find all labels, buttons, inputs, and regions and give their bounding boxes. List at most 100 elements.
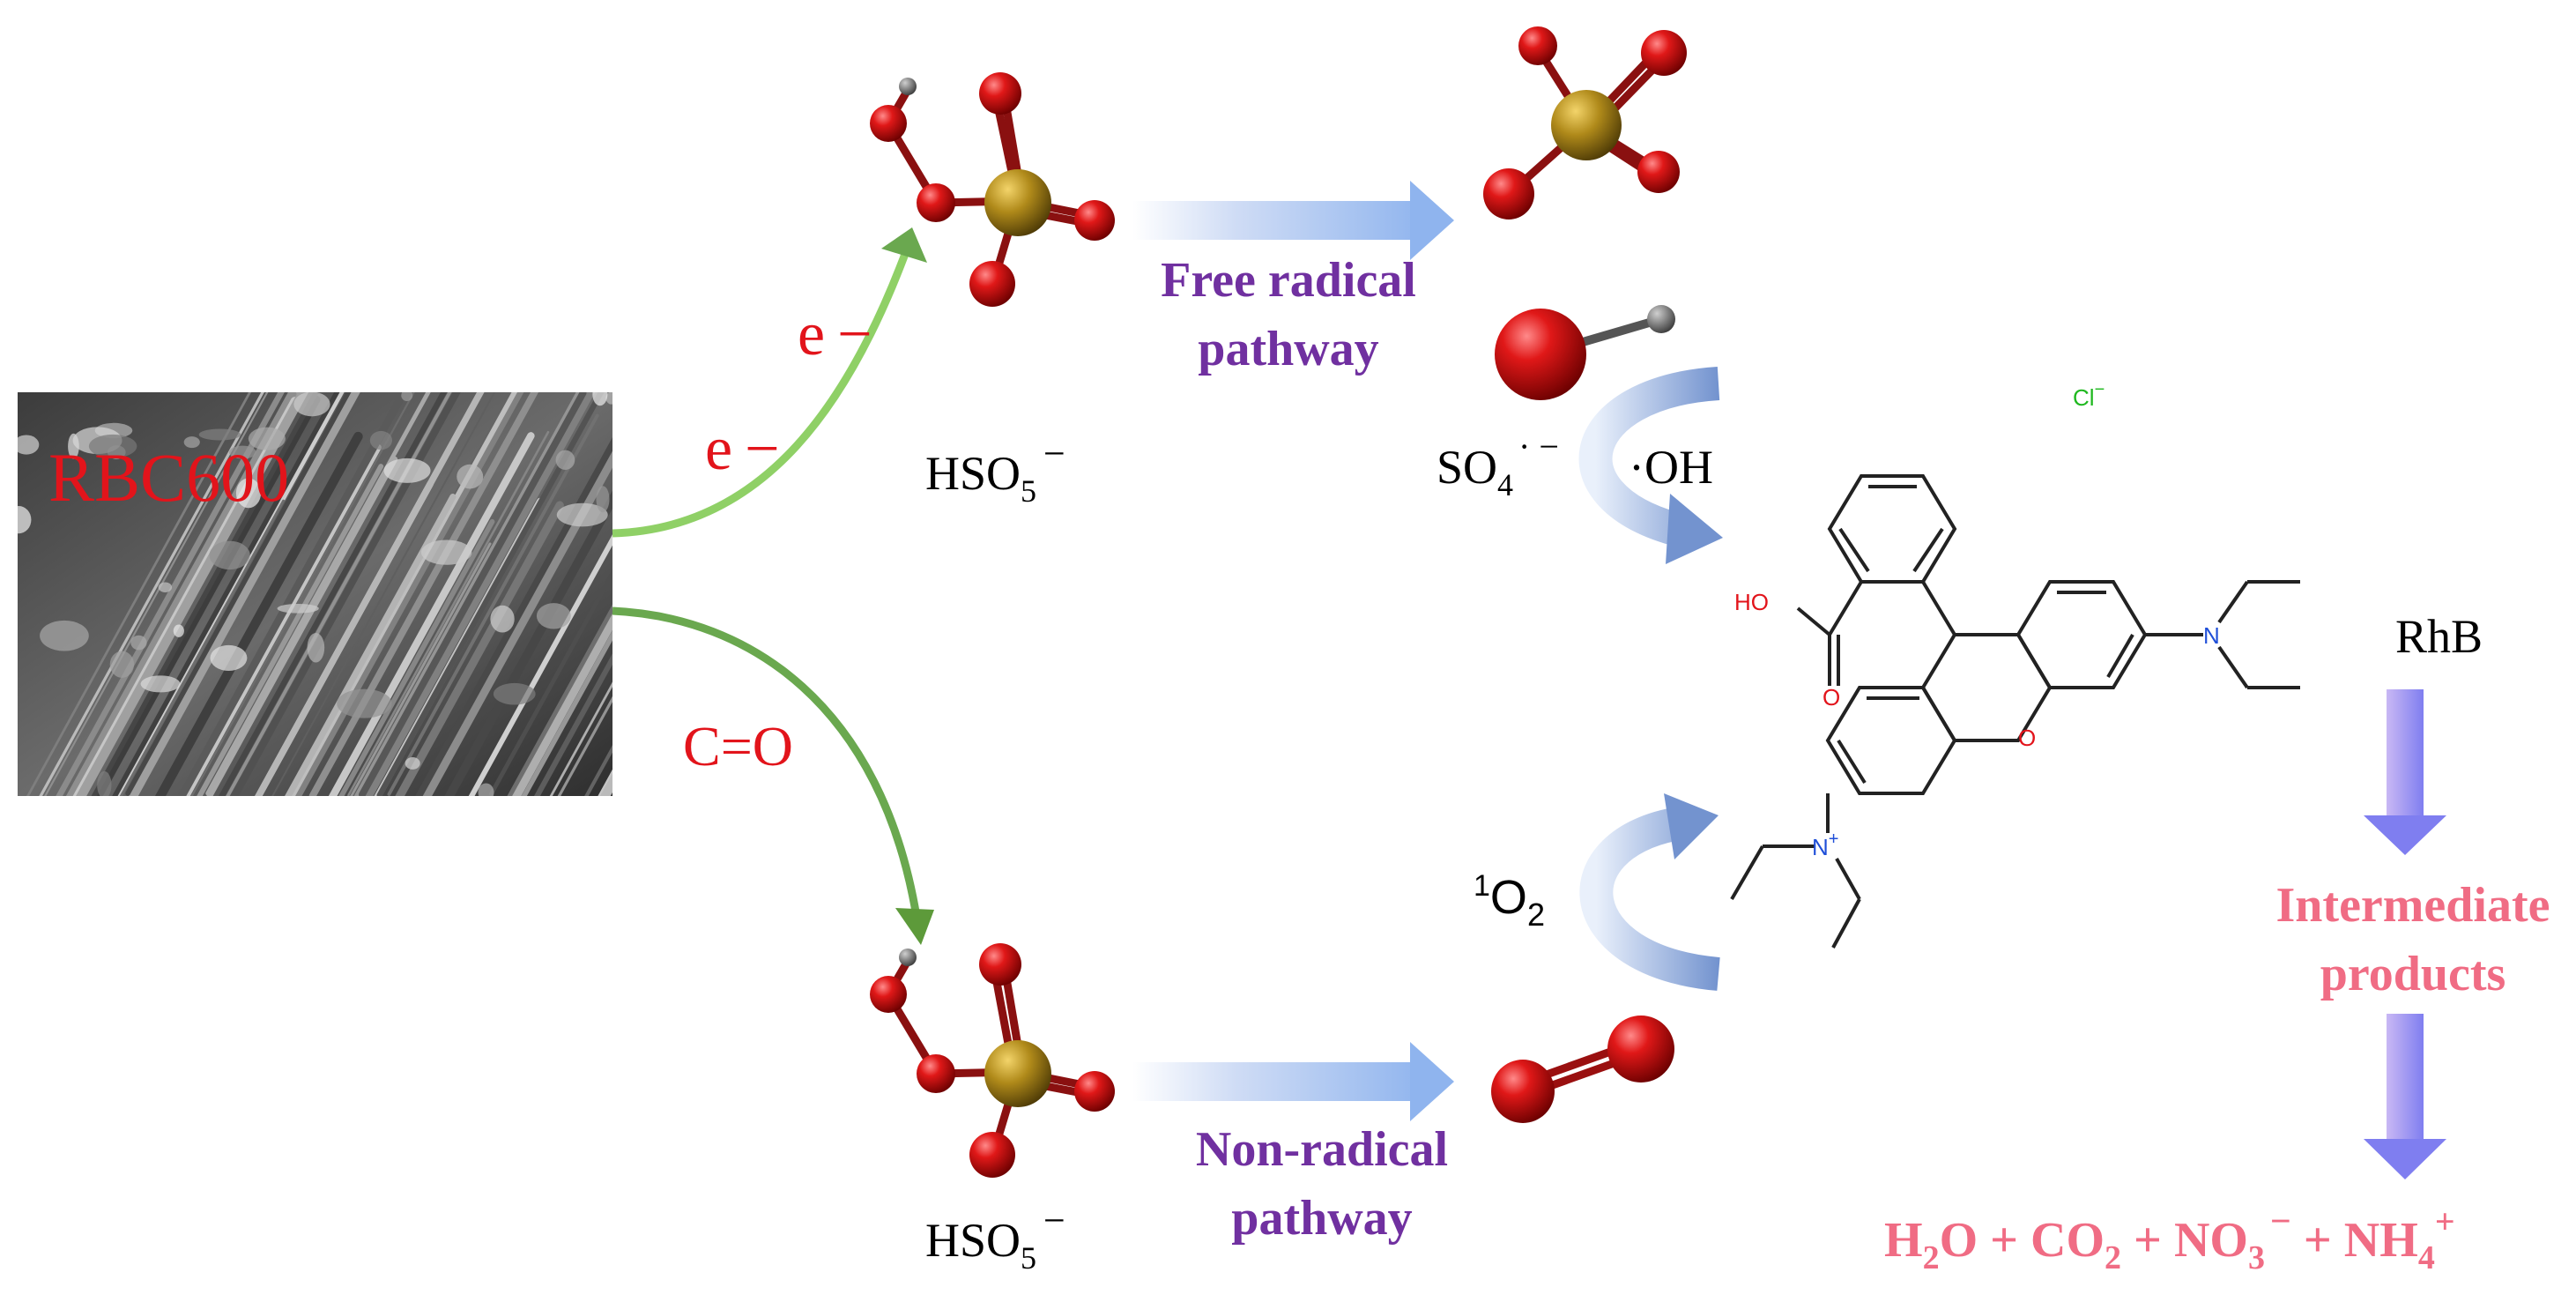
sem-fiber (177, 392, 409, 796)
sem-particle (88, 434, 137, 458)
sem-fiber (521, 630, 612, 796)
sem-fiber (507, 604, 612, 796)
intermediate-label: Intermediate products (2275, 878, 2550, 1001)
sem-particle (383, 458, 431, 483)
sem-fiber (387, 413, 599, 796)
sem-particle (605, 392, 612, 405)
sem-fiber (328, 432, 535, 796)
sem-fiber (155, 431, 363, 796)
sem-fiber (557, 696, 612, 796)
chloride-label: Cl− (2073, 380, 2105, 411)
free-radical-arrow (1132, 181, 1454, 260)
sem-particle (401, 392, 413, 402)
sem-particle (130, 635, 147, 651)
sem-fiber (128, 392, 360, 796)
sem-particle (173, 624, 184, 637)
sem-fiber (354, 392, 583, 796)
amine-n-label: N (2203, 622, 2220, 649)
sem-particle (556, 502, 608, 527)
final-products-label: H2O + CO2 + NO3− + NH4+ (1884, 1202, 2455, 1276)
sem-fiber (289, 392, 517, 796)
sem-particle (555, 450, 575, 470)
sem-image (18, 199, 968, 813)
sem-fiber (219, 392, 448, 796)
sem-particle (158, 582, 173, 592)
sem-fiber (26, 392, 252, 796)
hso5-molecule-bottom (870, 943, 1115, 1178)
rhodamine-b-structure (1730, 474, 2300, 949)
svg-text:Free radical: Free radical (1161, 253, 1416, 308)
ring-oxygen-label: O (2018, 725, 2036, 751)
lower-green-arrow (612, 606, 934, 945)
sem-particle (248, 427, 286, 450)
singlet-oxygen-label: 1O2 (1474, 869, 1545, 933)
sem-fiber (182, 443, 382, 796)
lower-curved-arrow (1579, 793, 1720, 991)
sem-fiber (112, 392, 341, 796)
sem-particle (592, 392, 608, 406)
sem-particle (493, 682, 536, 705)
sem-particle (40, 620, 89, 651)
carbonyl-label: C=O (683, 715, 793, 777)
sem-fiber (511, 612, 612, 796)
upper-green-arrow (612, 227, 927, 538)
sem-fiber (76, 392, 309, 796)
hydroxyl-molecule (1495, 305, 1675, 400)
sem-fiber (125, 392, 352, 796)
sem-particle (210, 644, 248, 671)
sem-fiber (630, 199, 968, 813)
sem-fiber (362, 392, 596, 796)
sem-fiber (197, 464, 384, 796)
rhb-atom-labels: HO O O N N+ Cl− (1734, 380, 2220, 860)
non-radical-arrow (1132, 1042, 1454, 1121)
material-label: RBC600 (48, 439, 289, 516)
sem-fiber (206, 456, 398, 796)
oxygen-molecule (1491, 1016, 1674, 1123)
svg-text:HSO5−: HSO5− (925, 432, 1065, 509)
svg-text:1O2: 1O2 (1474, 869, 1545, 933)
sem-fiber (39, 392, 264, 796)
sem-fiber (420, 447, 612, 796)
hso5-label-bottom: HSO5− (925, 1199, 1065, 1276)
upper-curved-arrow (1578, 367, 1723, 564)
sem-fiber (271, 392, 496, 796)
svg-text:SO4· −: SO4· − (1436, 427, 1559, 502)
sem-particle (198, 428, 241, 441)
svg-text:H2O + CO2 + NO3− + NH4+: H2O + CO2 + NO3− + NH4+ (1884, 1202, 2455, 1276)
sem-particle (596, 486, 610, 513)
svg-text:pathway: pathway (1198, 322, 1378, 376)
svg-text:pathway: pathway (1231, 1191, 1412, 1246)
sem-fiber (359, 392, 587, 796)
sem-particle (293, 392, 330, 417)
sem-fiber (226, 392, 452, 796)
sem-fiber (533, 653, 612, 796)
sem-particle (109, 651, 135, 678)
sem-particle (536, 603, 571, 629)
free-radical-label: Free radical pathway (1161, 253, 1416, 376)
carbonyl-atom-label: O (1823, 684, 1840, 711)
sem-particle (369, 430, 393, 450)
sem-particle (405, 756, 420, 770)
electron-label-top: e − (798, 301, 872, 368)
svg-text:products: products (2320, 947, 2506, 1001)
sem-fiber (93, 395, 321, 796)
sem-fiber (468, 534, 612, 796)
iminium-n-label: N+ (1812, 830, 1838, 860)
sem-particle (228, 445, 256, 459)
sem-particle (478, 783, 494, 796)
sem-fiber (230, 392, 461, 796)
sem-fiber (376, 392, 605, 796)
sem-particle (420, 539, 472, 565)
sem-particle (183, 436, 200, 449)
down-arrow-2 (2364, 1014, 2446, 1179)
sem-particle (457, 464, 484, 489)
sulfate-radical-label: SO4· − (1436, 427, 1559, 502)
sem-fiber (489, 569, 612, 796)
svg-text:Intermediate: Intermediate (2275, 878, 2550, 933)
sem-fiber (415, 436, 612, 796)
sem-fiber (119, 499, 286, 796)
sem-fiber (205, 392, 431, 796)
sem-particle (18, 506, 32, 534)
hso5-label-top: HSO5− (925, 432, 1065, 509)
